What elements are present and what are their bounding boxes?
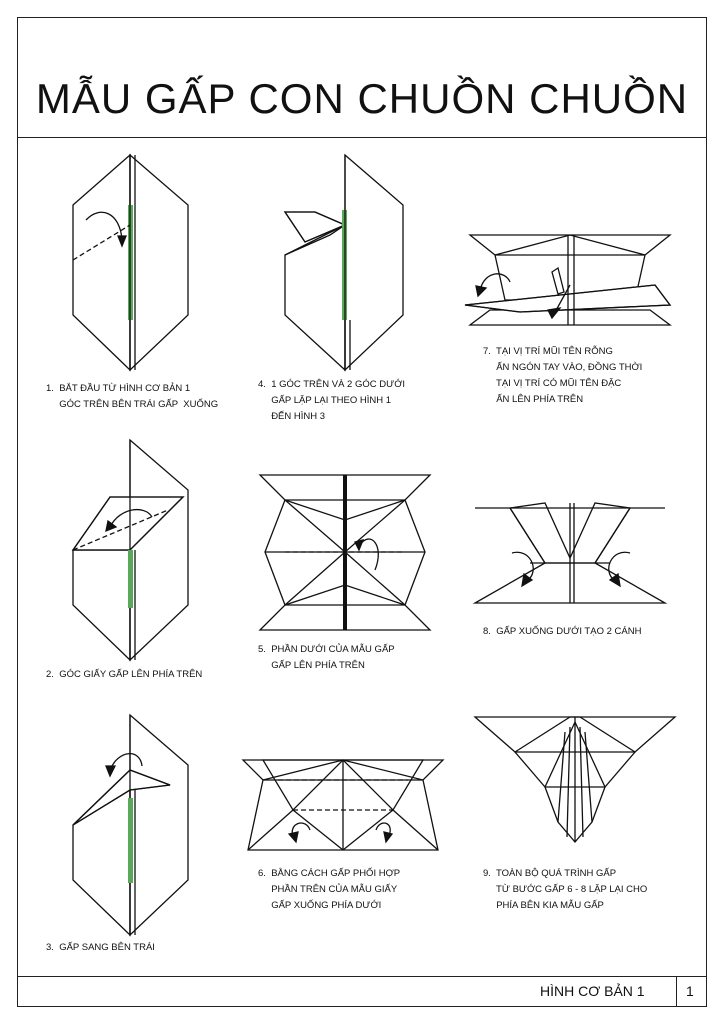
step-9-caption: 9. TOÀN BỘ QUÁ TRÌNH GẤP TỪ BƯỚC GẤP 6 -…	[483, 868, 648, 911]
step-5-diagram	[258, 474, 432, 631]
step-1-diagram	[72, 153, 189, 372]
step-4-caption: 4. 1 GÓC TRÊN VÀ 2 GÓC DƯỚI GẤP LẶP LẠI …	[258, 379, 406, 422]
step-7-caption: 7. TẠI VỊ TRÍ MŨI TÊN RỖNG ẤN NGÓN TAY V…	[483, 346, 643, 405]
footer-label: HÌNH CƠ BẢN 1	[540, 983, 645, 999]
step-3-diagram	[72, 713, 189, 937]
step-3-caption: 3. GẤP SANG BÊN TRÁI	[46, 942, 155, 953]
page-number: 1	[686, 983, 694, 999]
footer-separator	[676, 976, 677, 1007]
step-8-diagram	[472, 502, 668, 604]
step-5-caption: 5. PHẦN DƯỚI CỦA MẪU GẤP GẤP LÊN PHÍA TR…	[258, 644, 395, 671]
step-6-caption: 6. BẰNG CÁCH GẤP PHỐI HỢP PHẦN TRÊN CỦA …	[258, 868, 401, 911]
page-title: MẪU GẤP CON CHUỒN CHUỒN	[35, 75, 689, 122]
step-4-diagram	[283, 153, 404, 372]
step-1-caption: 1. BẮT ĐẦU TỪ HÌNH CƠ BẢN 1 GÓC TRÊN BÊN…	[46, 383, 219, 410]
title-box: MẪU GẤP CON CHUỒN CHUỒN	[17, 17, 707, 138]
step-9-diagram	[473, 716, 677, 844]
footer-divider	[17, 976, 707, 977]
step-7-diagram	[464, 234, 672, 326]
step-8-caption: 8. GẤP XUỐNG DƯỚI TẠO 2 CÁNH	[483, 626, 642, 637]
step-6-diagram	[241, 759, 445, 851]
page-frame	[17, 17, 707, 1007]
step-2-caption: 2. GÓC GIẤY GẤP LÊN PHÍA TRÊN	[46, 669, 203, 680]
step-2-diagram	[71, 438, 189, 662]
